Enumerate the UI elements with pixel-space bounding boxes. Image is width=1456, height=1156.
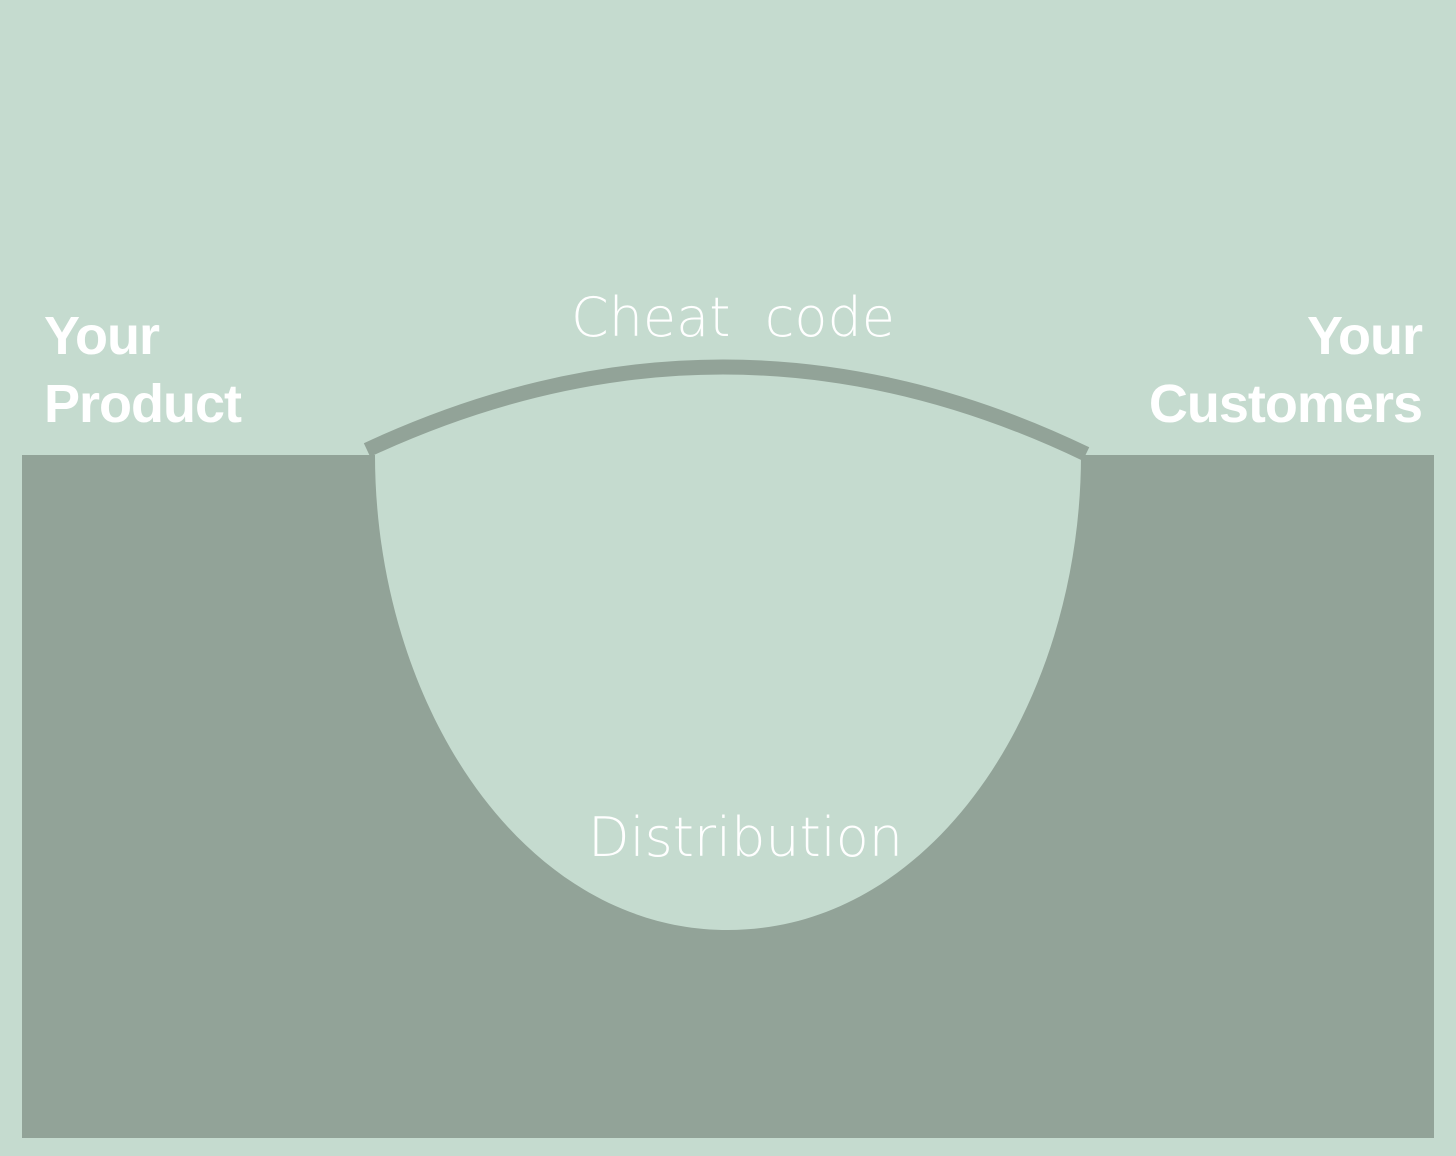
your-customers-label: Your Customers <box>1148 302 1423 438</box>
your-product-line2: Product <box>44 374 242 434</box>
your-customers-line1: Your <box>1307 306 1423 366</box>
your-product-line1: Your <box>44 306 160 366</box>
your-customers-line2: Customers <box>1148 374 1423 434</box>
distribution-label: Distribution <box>588 806 904 869</box>
ground-block <box>22 455 1434 1138</box>
bridge-arc <box>363 359 1090 461</box>
cheat-code-label: Cheat code <box>571 286 895 349</box>
your-product-label: Your Product <box>44 302 242 438</box>
